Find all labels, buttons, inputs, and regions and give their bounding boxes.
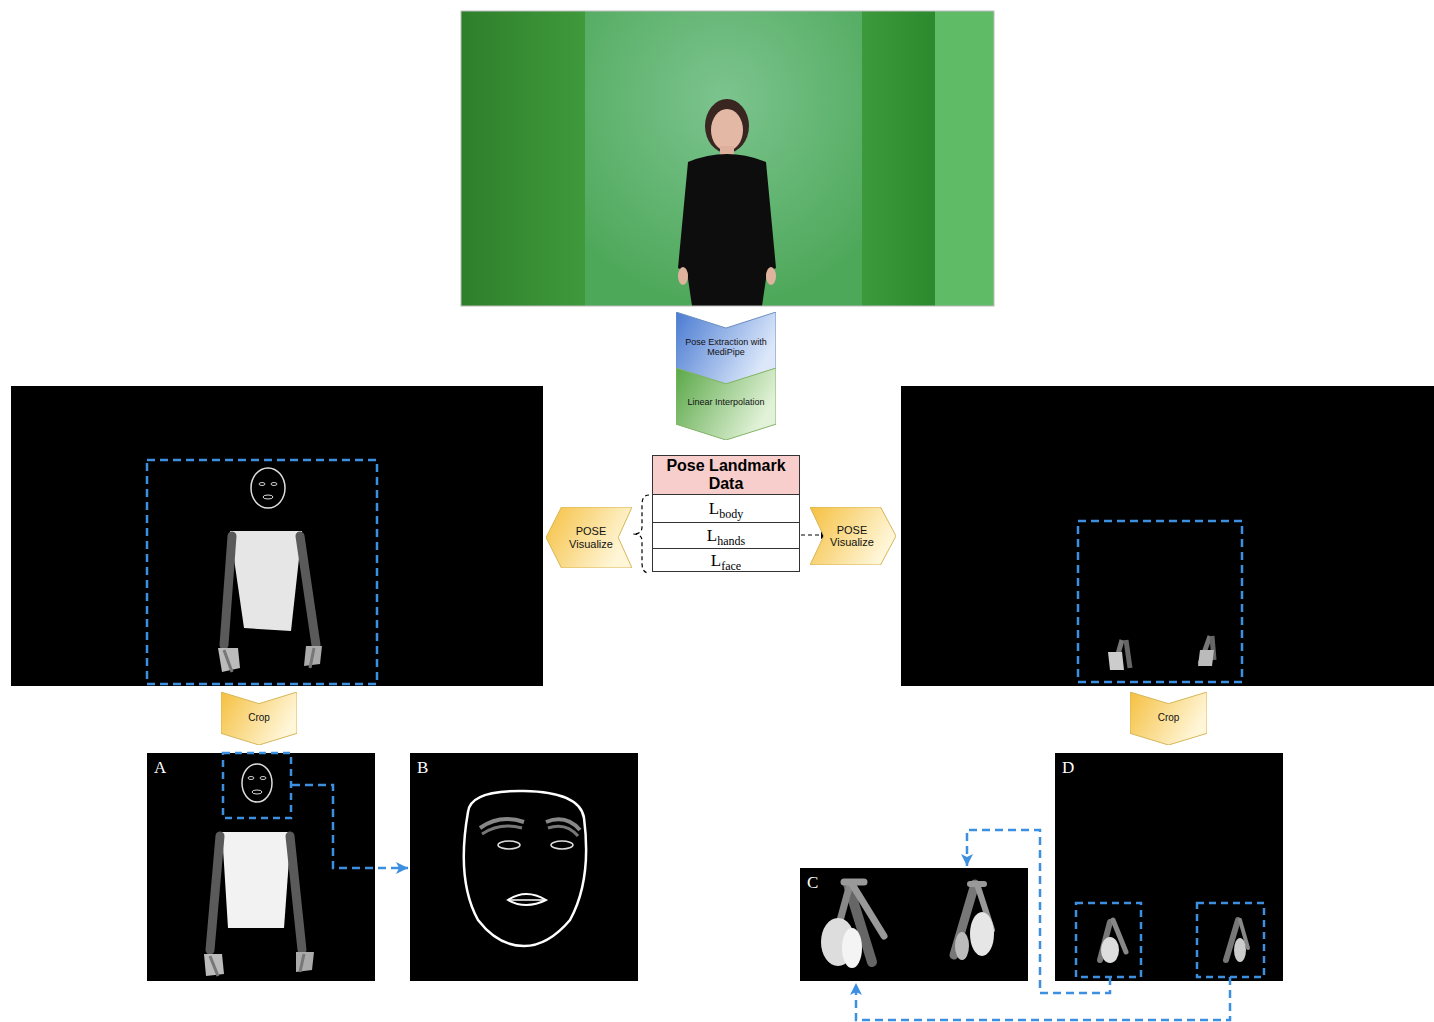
image-panel: B — [410, 753, 638, 981]
symbol-text: L — [707, 526, 717, 546]
table-row: Lbody — [652, 495, 800, 522]
image-panel: C — [800, 868, 1028, 981]
dashed-arrow — [856, 977, 1230, 1020]
image-panel: A — [147, 753, 375, 981]
table-row: Lhands — [652, 522, 800, 548]
panel-c-hands — [800, 868, 1028, 981]
chevron-label: POSE Visualize — [822, 524, 882, 548]
dashed-arrow — [292, 785, 408, 868]
panel-letter: C — [807, 874, 818, 891]
panel-letter: A — [154, 759, 166, 776]
green-screen-photo — [461, 11, 994, 306]
dashed-brace — [633, 495, 649, 573]
row-label: Lbody — [709, 499, 743, 519]
panel-letter: B — [417, 759, 428, 776]
image-panel: D — [1055, 753, 1283, 981]
symbol-text: L — [711, 551, 721, 571]
subscript-text: face — [721, 559, 741, 574]
process-chevron: Crop — [221, 692, 297, 745]
chevron-label: POSE Visualize — [562, 525, 620, 549]
body-pose-render — [11, 386, 543, 686]
chevron-label: Pose Extraction with MediPipe — [682, 338, 770, 358]
symbol-text: L — [709, 499, 719, 519]
process-chevron: POSE Visualize — [810, 507, 896, 565]
row-label: Lhands — [707, 526, 745, 546]
dashed-arrow — [967, 830, 1110, 993]
chevron-label: Crop — [1158, 712, 1180, 723]
process-chevron: Linear Interpolation — [676, 368, 776, 440]
process-chevron: Crop — [1130, 692, 1207, 745]
panel-letter: D — [1062, 759, 1074, 776]
panel-d-hands — [1055, 753, 1283, 981]
chevron-label: Crop — [248, 712, 270, 723]
process-chevron: POSE Visualize — [546, 507, 632, 568]
chevron-label: Linear Interpolation — [687, 398, 764, 408]
hands-pose-render — [901, 386, 1434, 686]
data-table: Pose Landmark DataLbodyLhandsLface — [652, 455, 800, 572]
table-row: Lface — [652, 548, 800, 573]
row-label: Lface — [711, 551, 741, 571]
table-header: Pose Landmark Data — [653, 456, 799, 495]
subscript-text: hands — [717, 534, 745, 549]
subscript-text: body — [719, 507, 743, 522]
panel-b-face — [410, 753, 638, 981]
table-heading: Pose Landmark Data — [653, 457, 799, 493]
